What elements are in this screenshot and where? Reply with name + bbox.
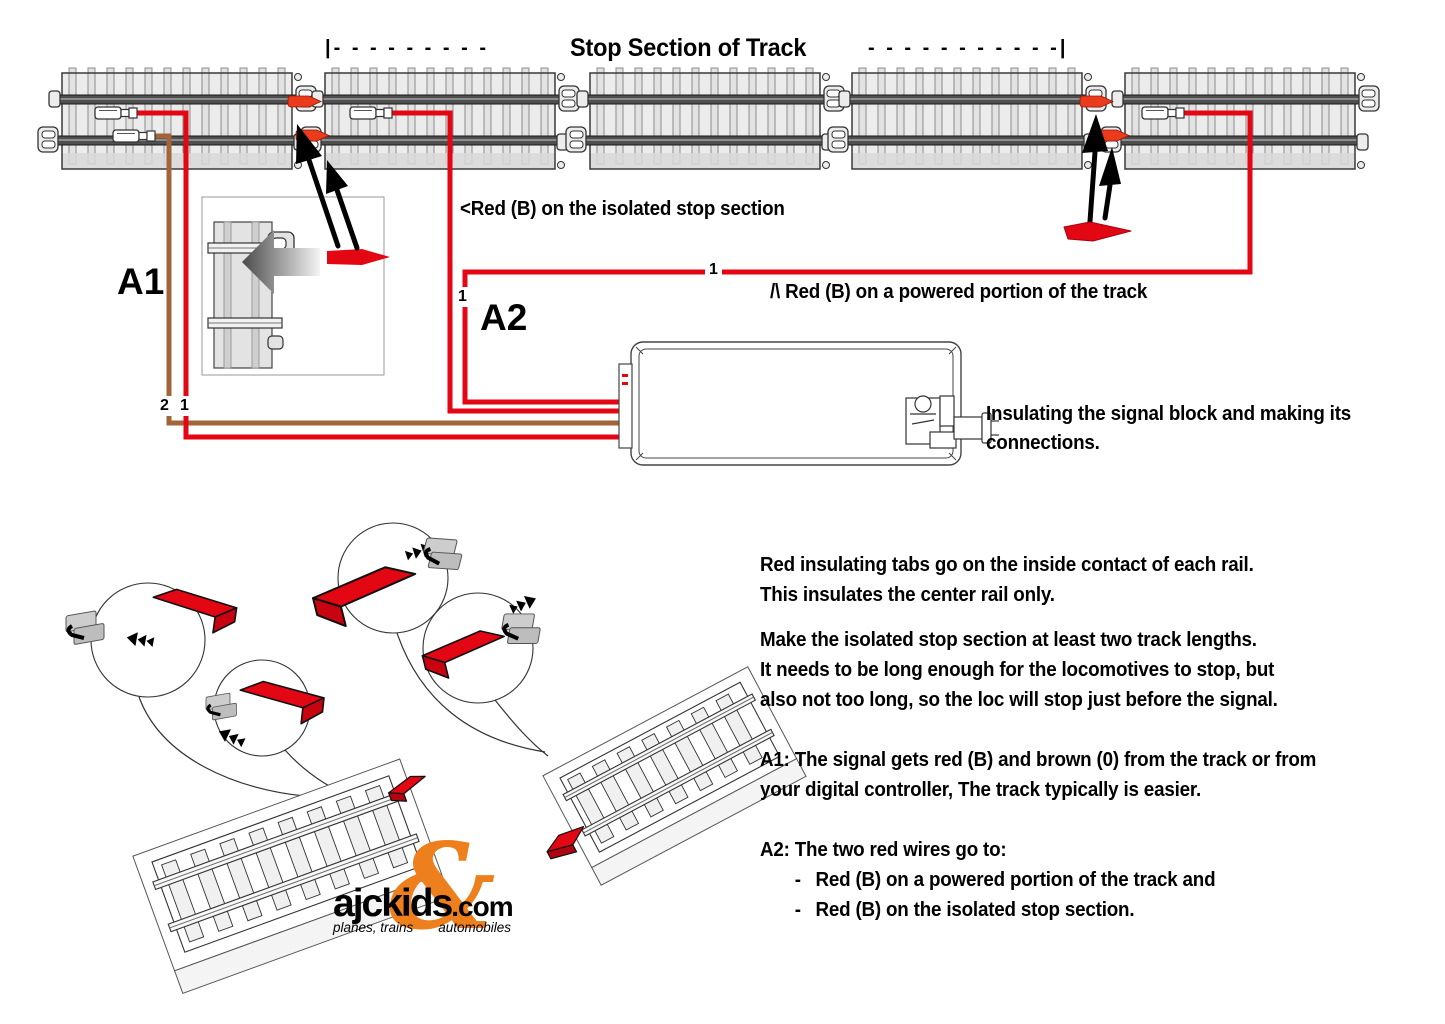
ajckids-logo: & ajckids .com planes, trains automobile… — [333, 828, 523, 972]
logo-ampersand: & — [389, 817, 496, 956]
push-direction-arrow — [242, 230, 320, 294]
iso-track-1-red-tab — [388, 775, 426, 802]
pointer-arrows-gap2 — [1063, 114, 1132, 242]
caption-line-1: Insulating the signal block and making i… — [986, 403, 1352, 425]
wire-brown-a1 — [155, 133, 626, 426]
note-line: Red (B) on a powered portion of the trac… — [815, 869, 1216, 891]
logo-wordmark: ajckids .com — [333, 882, 514, 926]
list-item: - Red (B) on the isolated stop section. — [795, 895, 1216, 925]
pointer-arrows-gap1 — [296, 124, 360, 251]
note-line: This insulates the center rail only. — [760, 584, 1055, 606]
insulator-callouts — [64, 522, 549, 801]
track-segment-2 — [300, 67, 580, 170]
connector-red-track5 — [1141, 106, 1185, 120]
label-a2: A2 — [480, 297, 528, 338]
caption-signal-block: Insulating the signal block and making i… — [986, 400, 1351, 458]
logo-tagline: planes, trains automobiles — [333, 920, 511, 935]
wire-marker-1-red: 1 — [176, 396, 193, 416]
logo-tagline-right: automobiles — [438, 920, 511, 935]
callout-tab-3 — [204, 659, 326, 757]
list-item: - Red (B) on a powered portion of the tr… — [795, 865, 1216, 895]
page-title: Stop Section of Track — [570, 34, 807, 62]
signal-block — [618, 341, 999, 466]
connector-red-track1 — [94, 106, 138, 120]
note-line: It needs to be long enough for the locom… — [760, 659, 1275, 681]
note-line: your digital controller, The track typic… — [760, 779, 1202, 801]
logo-name: ajckids — [333, 882, 453, 925]
wire-red-powered-section — [462, 110, 1253, 405]
header-dashes-left: |- - - - - - - - - — [325, 37, 489, 59]
list-bullet: - — [794, 899, 801, 921]
list-bullet: - — [794, 869, 801, 891]
signal-mechanism — [905, 395, 999, 449]
note-line: Red (B) on the isolated stop section. — [815, 899, 1135, 921]
notes-paragraph-a2: A2: The two red wires go to: - Red (B) o… — [760, 835, 1216, 925]
wire-marker-1-a2: 1 — [454, 287, 471, 307]
callout-tab-4 — [419, 591, 545, 704]
track-segment-1 — [37, 67, 317, 170]
callout-tab-2 — [64, 582, 239, 698]
connector-brown-track1 — [112, 129, 156, 143]
iso-track-2 — [542, 666, 807, 886]
iso-track-2-red-tab — [546, 826, 585, 860]
notes-paragraph-a1: A1: The signal gets red (B) and brown (0… — [760, 745, 1316, 805]
notes-paragraph-length: Make the isolated stop section at least … — [760, 625, 1278, 715]
wire-marker-2-brown: 2 — [156, 396, 173, 416]
wire-red-a1 — [137, 110, 626, 440]
note-line: Make the isolated stop section at least … — [760, 629, 1257, 651]
loose-red-tab — [1063, 221, 1132, 242]
notes-paragraph-tabs: Red insulating tabs go on the inside con… — [760, 550, 1254, 610]
callout-tab-1 — [309, 522, 468, 634]
note-line: also not too long, so the loc will stop … — [760, 689, 1278, 711]
track-segment-4 — [827, 67, 1107, 170]
logo-tld: .com — [451, 891, 513, 922]
iso-track-1 — [132, 758, 451, 995]
note-line: A1: The signal gets red (B) and brown (0… — [760, 749, 1317, 771]
wire-red-isolated-section — [392, 110, 626, 414]
inset-red-tab — [327, 249, 390, 265]
connector-red-track2 — [349, 106, 393, 120]
note-isolated-stop: <Red (B) on the isolated stop section — [460, 198, 785, 220]
header-dashes-right: - - - - - - - - - - -| — [868, 37, 1069, 59]
track-segment-3 — [565, 67, 845, 170]
note-line: A2: The two red wires go to: — [760, 839, 1007, 861]
inset-detail-box — [201, 196, 390, 376]
note-line: Red insulating tabs go on the inside con… — [760, 554, 1254, 576]
label-a1: A1 — [117, 261, 165, 302]
note-powered-track: /\ Red (B) on a powered portion of the t… — [770, 281, 1148, 303]
insulating-tab-gap2-top — [1079, 95, 1114, 108]
logo-tagline-left: planes, trains — [333, 920, 414, 935]
caption-line-2: connections. — [986, 432, 1100, 454]
wire-marker-1-powered: 1 — [705, 260, 722, 280]
